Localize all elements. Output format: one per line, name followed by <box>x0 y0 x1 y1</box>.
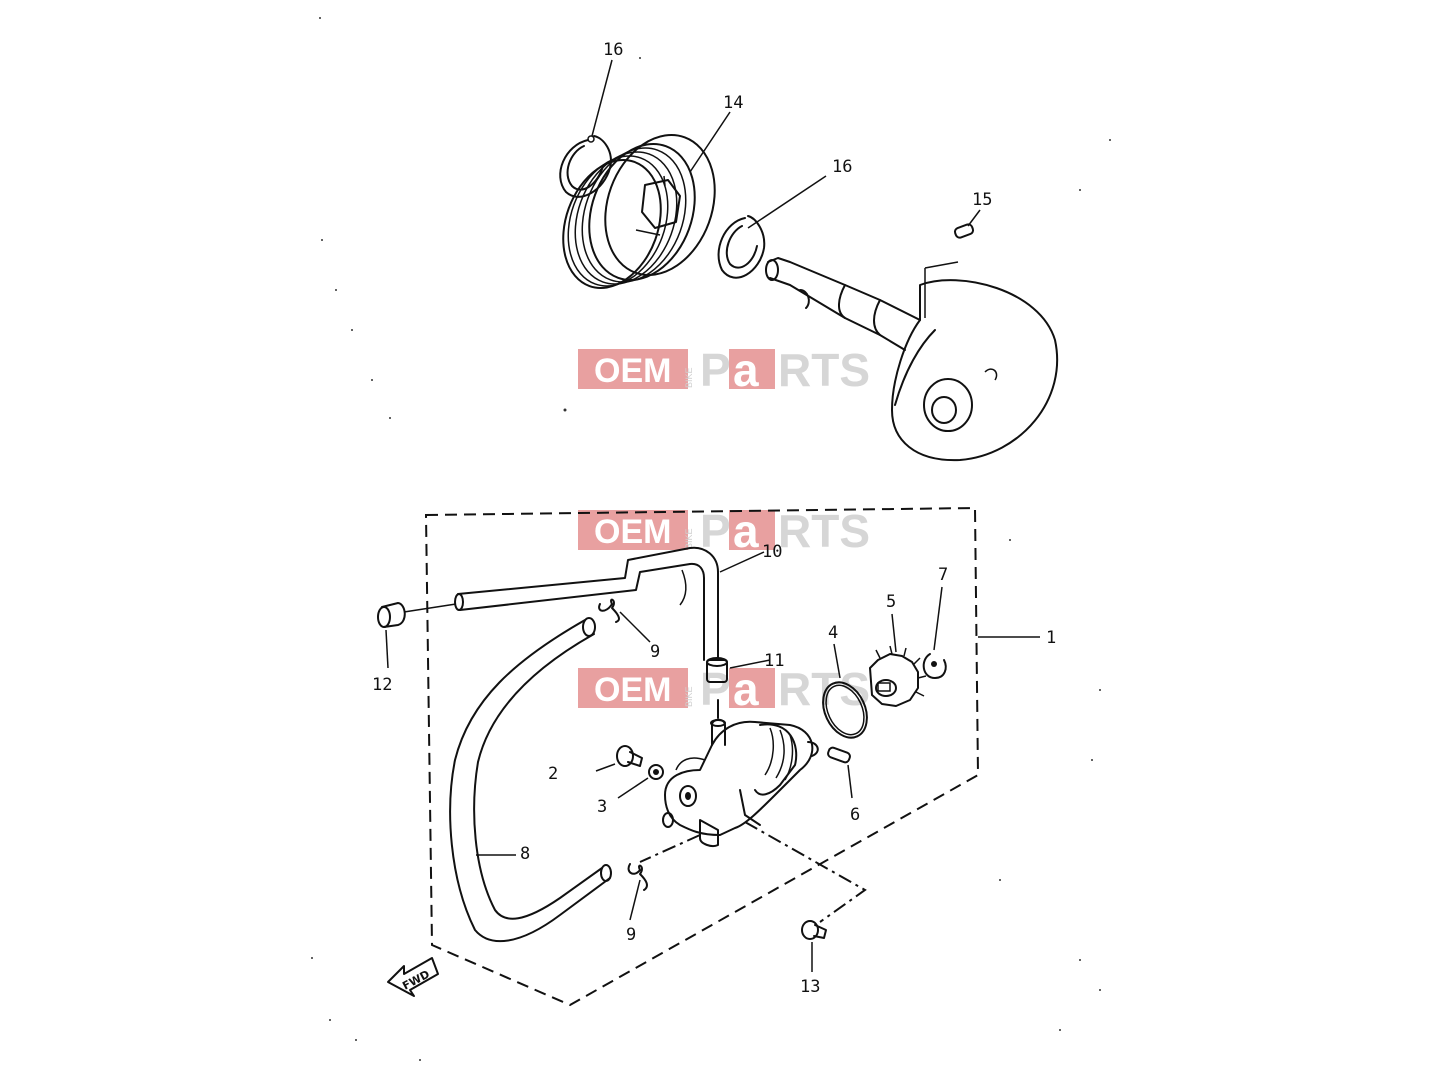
circlip-16-right <box>717 215 766 279</box>
svg-text:a: a <box>733 663 759 715</box>
hose-8 <box>449 617 612 943</box>
callout-labels: 16 14 16 15 10 12 9 11 4 5 7 1 2 3 6 8 9… <box>372 40 1056 997</box>
callout-13: 13 <box>800 977 820 997</box>
svg-text:P: P <box>700 344 731 396</box>
callout-8: 8 <box>520 844 530 864</box>
svg-text:RTS: RTS <box>778 344 870 396</box>
svg-text:P: P <box>700 663 731 715</box>
svg-text:BIKE: BIKE <box>684 367 694 388</box>
callout-16-left: 16 <box>603 40 623 60</box>
screw-2 <box>595 745 643 772</box>
watermark-3: OEM BIKE P a RTS <box>578 663 870 715</box>
svg-text:a: a <box>733 505 759 557</box>
oil-pump <box>662 699 819 848</box>
shaft-gear-15 <box>765 223 1058 462</box>
gear-5 <box>869 613 927 707</box>
joint-12 <box>377 602 457 628</box>
callout-10: 10 <box>762 542 782 562</box>
leader-lines <box>385 59 981 923</box>
svg-text:RTS: RTS <box>778 505 870 557</box>
o-ring-4 <box>822 643 868 739</box>
watermark-1: OEM BIKE P a RTS <box>578 344 870 396</box>
callout-1: 1 <box>1046 628 1056 648</box>
callout-12: 12 <box>372 675 392 695</box>
pulley-14 <box>562 134 716 289</box>
svg-text:P: P <box>700 505 731 557</box>
clip-9-lower <box>627 863 648 891</box>
callout-15: 15 <box>972 190 992 210</box>
fwd-arrow-icon: FWD <box>387 957 439 997</box>
circlip-7 <box>922 586 947 679</box>
scan-speckles <box>311 17 1111 1061</box>
callout-2: 2 <box>548 764 558 784</box>
callout-11: 11 <box>764 651 784 671</box>
callout-16-right: 16 <box>832 157 852 177</box>
callout-9-lower: 9 <box>626 925 636 945</box>
svg-text:a: a <box>733 344 759 396</box>
svg-text:FWD: FWD <box>400 968 432 993</box>
pin-6 <box>827 746 853 799</box>
svg-text:BIKE: BIKE <box>684 686 694 707</box>
assembly-boundary <box>424 506 1040 1007</box>
svg-text:OEM: OEM <box>594 352 671 390</box>
callout-14: 14 <box>723 93 743 113</box>
watermark-2: OEM BIKE P a RTS <box>578 505 870 557</box>
callout-7: 7 <box>938 565 948 585</box>
clip-9-upper <box>598 598 620 623</box>
screw-13 <box>801 920 827 972</box>
svg-text:OEM: OEM <box>594 513 671 551</box>
svg-text:BIKE: BIKE <box>684 528 694 549</box>
callout-6: 6 <box>850 805 860 825</box>
joint-11 <box>706 657 728 683</box>
callout-3: 3 <box>597 797 607 817</box>
washer-3 <box>617 764 664 799</box>
callout-4: 4 <box>828 623 838 643</box>
callout-9-upper: 9 <box>650 642 660 662</box>
hose-10 <box>454 546 719 661</box>
svg-text:OEM: OEM <box>594 671 671 709</box>
callout-5: 5 <box>886 592 896 612</box>
